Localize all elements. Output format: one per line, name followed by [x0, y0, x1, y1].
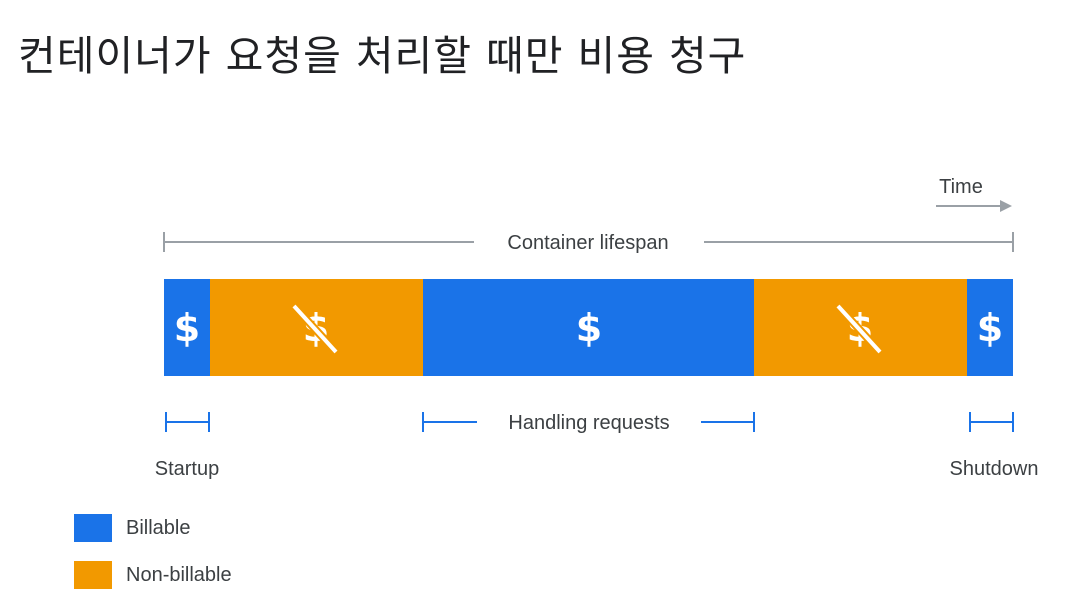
startup-bracket [165, 412, 210, 432]
page-title: 컨테이너가 요청을 처리할 때만 비용 청구 [18, 32, 747, 80]
legend-non-billable: Non-billable [74, 561, 232, 589]
dollar-icon: $ [576, 306, 602, 350]
dollar-icon: $ [174, 306, 200, 350]
lifespan-bracket [163, 232, 1014, 252]
segment-startup-billable [164, 279, 210, 376]
dollar-icon: $ [977, 306, 1003, 350]
time-label: Time [939, 176, 983, 198]
time-arrow-icon [936, 200, 1012, 212]
handling-bracket [422, 412, 755, 432]
segment-shutdown-billable [967, 279, 1013, 376]
handling-label: Handling requests [508, 412, 669, 434]
non-billable-swatch [74, 561, 112, 589]
lifespan-label: Container lifespan [507, 232, 668, 254]
segment-handling-billable [423, 279, 754, 376]
legend-billable: Billable [74, 514, 190, 542]
no-dollar-icon: $ [289, 301, 341, 357]
shutdown-label: Shutdown [950, 458, 1039, 480]
startup-label: Startup [155, 458, 219, 480]
non-billable-label: Non-billable [126, 563, 232, 586]
billable-swatch [74, 514, 112, 542]
billable-label: Billable [126, 516, 191, 539]
shutdown-bracket [969, 412, 1014, 432]
no-dollar-icon: $ [833, 301, 885, 357]
